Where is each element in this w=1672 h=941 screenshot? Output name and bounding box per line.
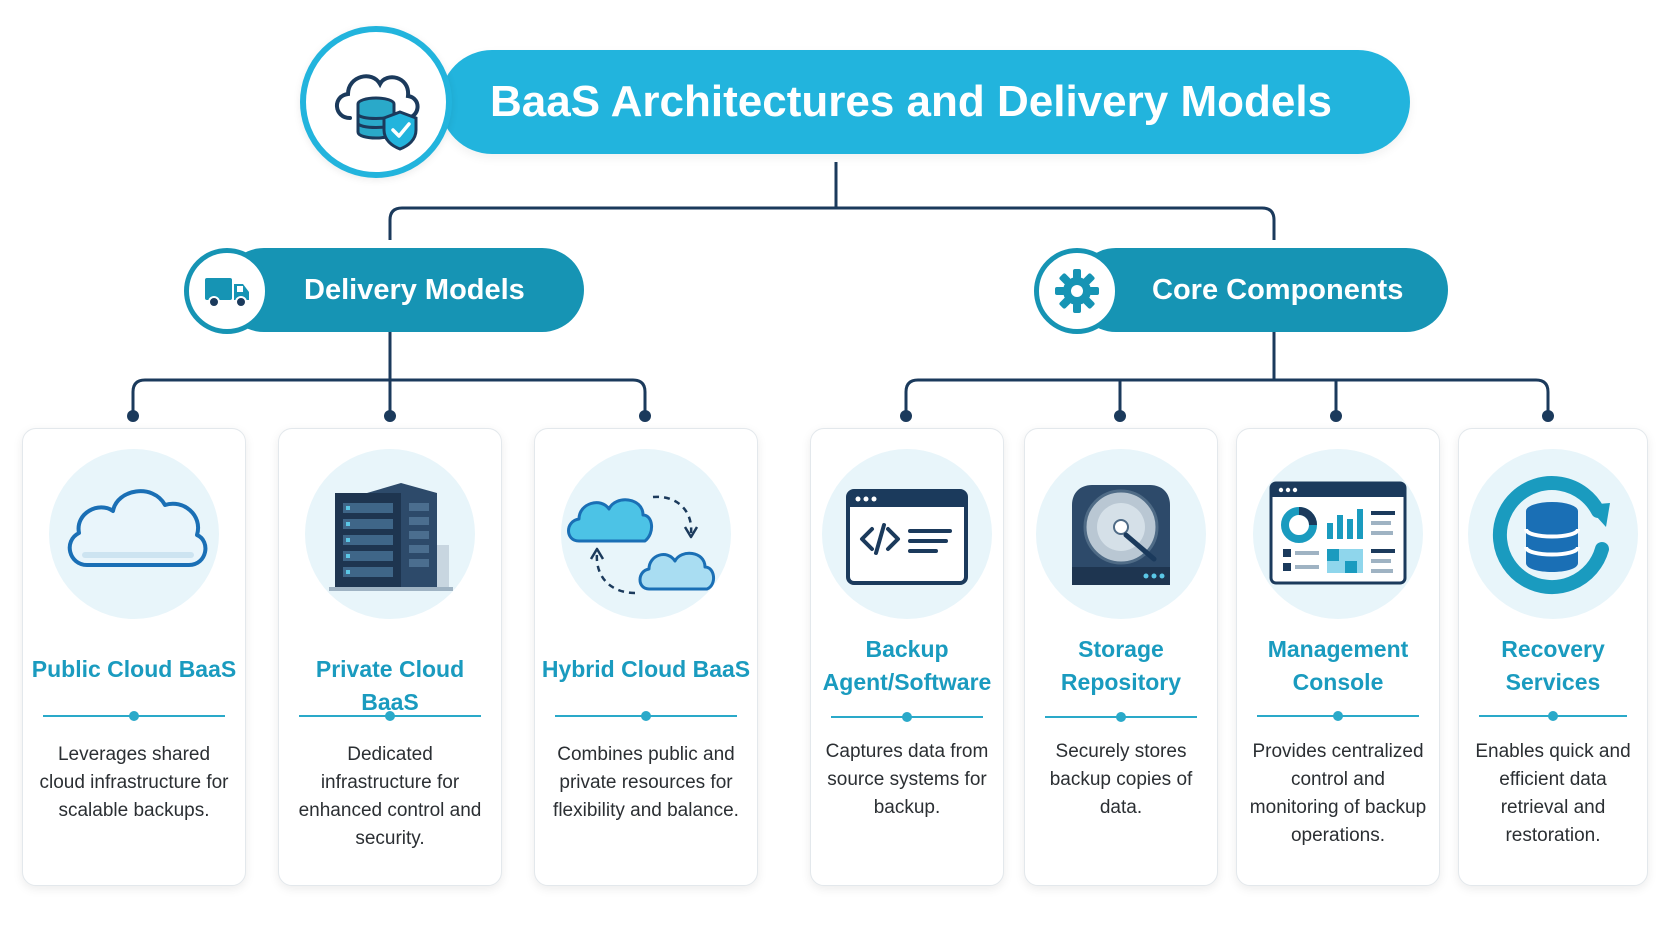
section-banner-core-components: Core Components (1074, 248, 1448, 332)
card-description: Enables quick and efficient data retriev… (1475, 741, 1631, 846)
card-recovery-services: Recovery Services Enables quick and effi… (1458, 428, 1648, 886)
card-backup-agent-software: Backup Agent/Software Captures data from… (810, 428, 1004, 886)
card-title: Recovery Services (1501, 636, 1605, 695)
cloud-database-shield-icon (335, 74, 420, 151)
code-window-icon (846, 489, 968, 585)
card-divider (1045, 712, 1197, 722)
card-divider (555, 711, 737, 721)
section-label-core-components: Core Components (1152, 274, 1404, 306)
card-description: Leverages shared cloud infrastructure fo… (39, 744, 229, 821)
card-description: Provides centralized control and monitor… (1249, 741, 1427, 846)
card-divider (831, 712, 983, 722)
card-divider (43, 711, 225, 721)
gear-icon (1055, 269, 1099, 313)
card-description: Captures data from source systems for ba… (825, 741, 989, 818)
card-public-cloud-baas: Public Cloud BaaS Leverages shared cloud… (22, 428, 246, 886)
section-badge-delivery-models (184, 248, 270, 334)
card-description: Combines public and private resources fo… (553, 744, 739, 821)
card-hybrid-cloud-baas: Hybrid Cloud BaaS Combines public and pr… (534, 428, 758, 886)
card-title: Management Console (1267, 636, 1409, 695)
truck-icon (205, 278, 249, 308)
card-description: Dedicated infrastructure for enhanced co… (298, 744, 482, 849)
cloud-icon (67, 489, 208, 567)
database-recovery-icon (1492, 476, 1610, 595)
card-description: Securely stores backup copies of data. (1049, 741, 1193, 818)
hybrid-cloud-icon (567, 495, 715, 595)
card-title: Private Cloud BaaS (315, 656, 465, 715)
card-title: Public Cloud BaaS (31, 656, 237, 682)
section-banner-delivery-models: Delivery Models (222, 248, 584, 332)
server-rack-icon (329, 483, 453, 591)
dashboard-icon (1269, 481, 1407, 585)
card-divider (1257, 711, 1419, 721)
card-storage-repository: Storage Repository Securely stores backu… (1024, 428, 1218, 886)
page-title: BaaS Architectures and Delivery Models (490, 77, 1333, 126)
hard-drive-icon (1072, 485, 1170, 585)
title-badge (300, 26, 452, 178)
card-title: Hybrid Cloud BaaS (541, 656, 751, 682)
card-management-console: Management Console Provides centralized … (1236, 428, 1440, 886)
card-title: Storage Repository (1060, 636, 1182, 695)
section-label-delivery-models: Delivery Models (304, 274, 525, 306)
card-divider (299, 711, 481, 721)
title-banner: BaaS Architectures and Delivery Models (440, 50, 1410, 154)
section-badge-core-components (1034, 248, 1120, 334)
card-private-cloud-baas: Private Cloud BaaS Dedicated infrastruct… (278, 428, 502, 886)
card-title: Backup Agent/Software (822, 636, 992, 695)
card-divider (1479, 711, 1627, 721)
